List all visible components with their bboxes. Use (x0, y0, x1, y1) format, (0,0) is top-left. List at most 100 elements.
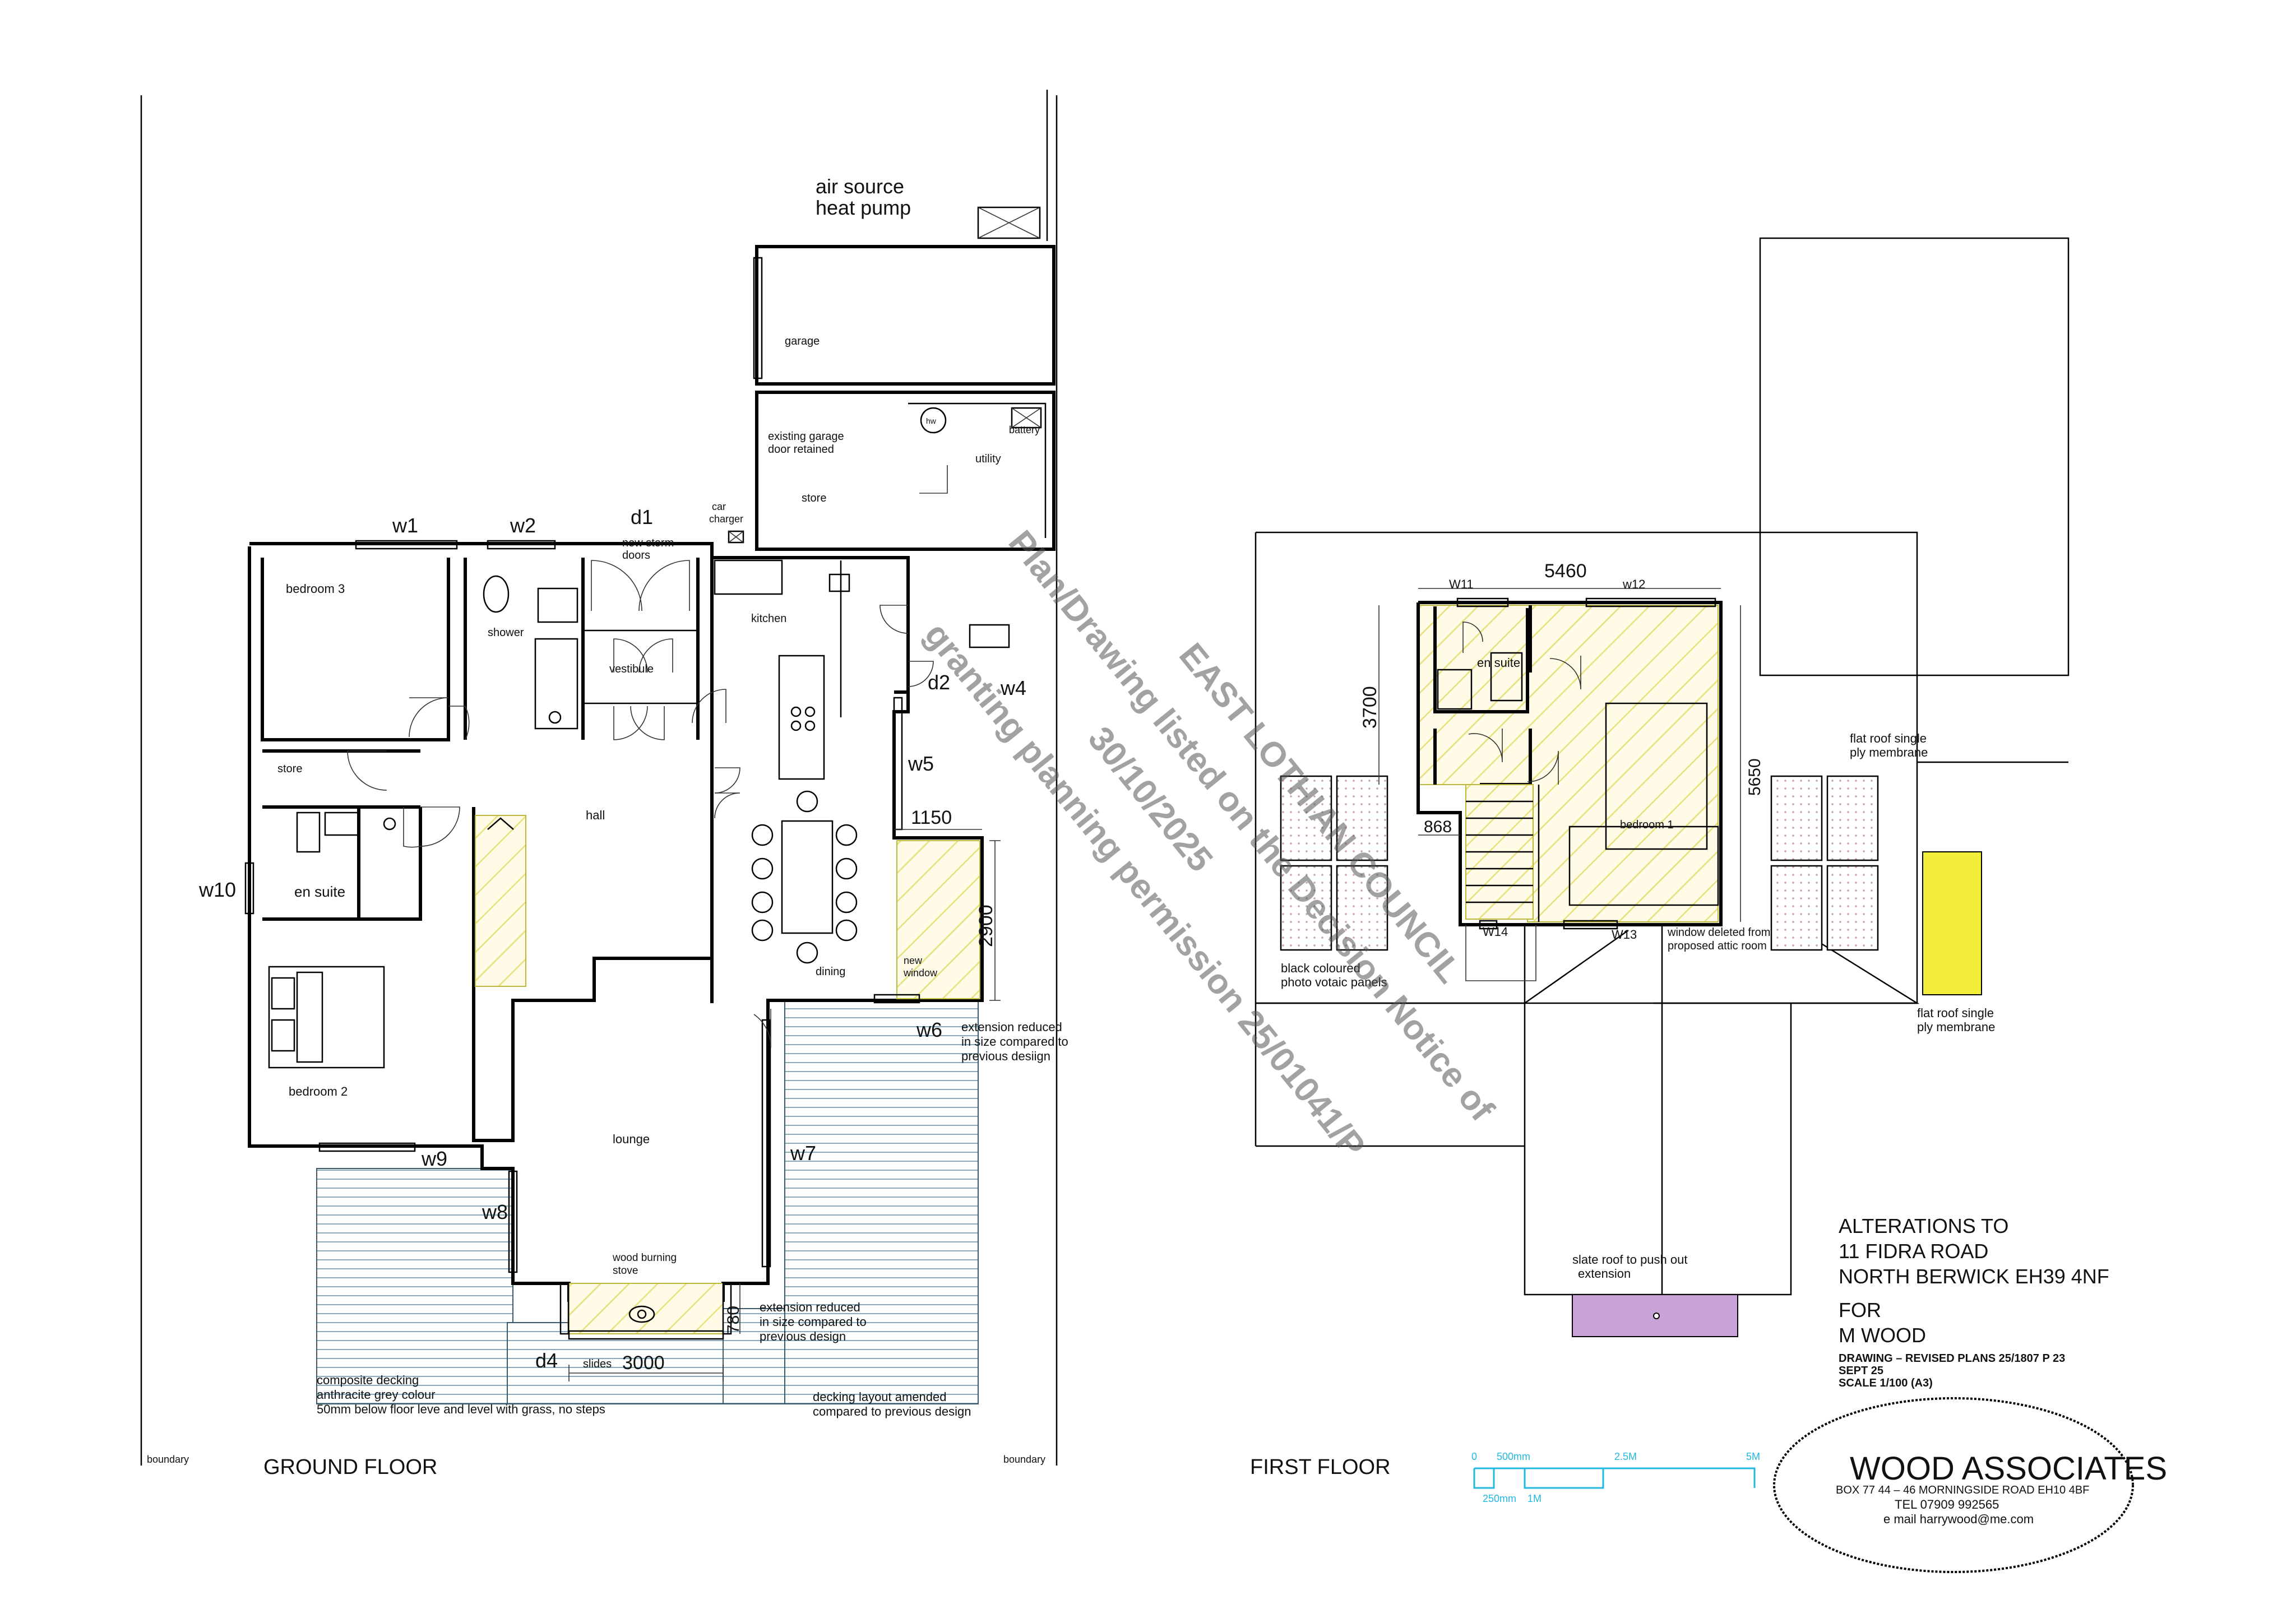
window-label-w5: w5 (908, 752, 934, 775)
title-line-3: NORTH BERWICK EH39 4NF (1839, 1265, 2109, 1288)
room-label-hall: hall (586, 808, 605, 822)
note-ext-front-line3: previous design (760, 1329, 846, 1343)
dimension-5650: 5650 (1746, 758, 1764, 796)
note-ext-side-line3: previous desiign (961, 1049, 1050, 1063)
ground-floor-stairs (475, 815, 526, 987)
utility-fixtures (920, 407, 1042, 648)
room-label-dining: dining (816, 966, 845, 978)
scale-label-1m: 1M (1527, 1493, 1542, 1504)
extension-hatch-stove (568, 1283, 724, 1334)
note-ext-side-line1: extension reduced (961, 1020, 1062, 1034)
boundary-label-right: boundary (1003, 1454, 1045, 1465)
pv-panels (1280, 775, 1879, 951)
door-label-d1: d1 (631, 506, 653, 528)
window-label-w12: w12 (1622, 577, 1645, 591)
slate-roof-marker (1653, 1313, 1660, 1319)
note-ext-side-line2: in size compared to (961, 1035, 1068, 1049)
title-date: SEPT 25 (1839, 1365, 1883, 1377)
planning-approval-stamp: EAST LOTHIAN COUNCIL Plan/Drawing listed… (917, 523, 1502, 1165)
company-email: e mail harrywood@me.com (1883, 1512, 2034, 1526)
note-car-charger-line1: car (712, 501, 726, 512)
dimension-1150: 1150 (911, 807, 952, 828)
window-label-w6: w6 (916, 1018, 942, 1041)
stove-label-line2: stove (613, 1265, 638, 1277)
note-window-deleted-line2: proposed attic room (1668, 940, 1767, 952)
company-name: WOOD ASSOCIATES (1850, 1450, 2167, 1487)
note-air-source-line2: heat pump (816, 196, 911, 219)
internal-walls (261, 558, 842, 1142)
dimension-3000: 3000 (622, 1352, 665, 1374)
roof-outlines (1255, 237, 2070, 1296)
note-pv-line1: black coloured (1281, 961, 1360, 975)
window-label-w9: w9 (421, 1147, 447, 1170)
note-slate-roof-line1: slate roof to push out (1572, 1253, 1687, 1267)
room-label-utility: utility (975, 453, 1001, 465)
flat-roof-yellow-panel (1922, 851, 1982, 995)
main-walls (248, 245, 1056, 1302)
company-logo: WOOD ASSOCIATES BOX 77 44 – 46 MORNINGSI… (1773, 1397, 2167, 1573)
scale-bar: 0 500mm 2.5M 5M 250mm 1M (1471, 1451, 1760, 1504)
ground-floor-title: GROUND FLOOR (263, 1455, 437, 1479)
note-new-storm-line2: doors (622, 549, 650, 562)
note-slate-roof-line2: extension (1578, 1267, 1631, 1281)
window-label-w7: w7 (790, 1142, 816, 1165)
door-label-d2: d2 (928, 671, 950, 694)
door-swings (347, 465, 948, 1049)
note-decking-line3: 50mm below floor leve and level with gra… (317, 1402, 605, 1416)
room-label-store-garage: store (802, 492, 826, 504)
room-label-bedroom-1: bedroom 1 (1620, 819, 1674, 831)
note-garage-door-line2: door retained (768, 443, 834, 456)
note-ext-front-line1: extension reduced (760, 1300, 860, 1314)
scale-label-250mm: 250mm (1483, 1493, 1516, 1504)
dining-table (751, 790, 858, 964)
car-charger-symbol (728, 530, 744, 544)
scale-label-5m: 5M (1746, 1451, 1760, 1462)
note-window-deleted-line1: window deleted from (1667, 926, 1770, 939)
scale-label-2-5m: 2.5M (1614, 1451, 1637, 1462)
room-label-shower: shower (488, 627, 524, 639)
note-air-source-line1: air source (816, 175, 904, 198)
dimension-3700: 3700 (1359, 686, 1381, 729)
first-floor-stairs (1465, 784, 1536, 981)
note-flat-roof-far-line2: ply membrane (1917, 1020, 1995, 1034)
note-battery: battery (1009, 424, 1040, 435)
ground-floor-windows (244, 257, 920, 1340)
ground-floor-labels: bedroom 3 shower vestibule kitchen store… (147, 175, 1068, 1479)
stove-label-line1: wood burning (612, 1252, 677, 1264)
title-scale: SCALE 1/100 (A3) (1839, 1377, 1933, 1389)
dimension-780: 780 (724, 1306, 743, 1334)
room-label-kitchen: kitchen (751, 613, 786, 625)
note-decking-layout-line2: compared to previous design (813, 1404, 971, 1418)
room-label-ff-en-suite: en suite (1477, 656, 1520, 670)
ground-dimension-lines (568, 829, 1001, 1381)
note-new-window-line2: window (903, 967, 938, 979)
heat-pump-unit (977, 206, 1041, 239)
room-label-bedroom-3: bedroom 3 (286, 582, 345, 596)
room-label-store: store (277, 763, 302, 775)
note-garage-door-line1: existing garage (768, 430, 844, 443)
scale-label-500mm: 500mm (1497, 1451, 1530, 1462)
room-label-en-suite: en suite (294, 883, 345, 900)
window-label-w1: w1 (392, 514, 418, 537)
kitchen-fixtures (714, 559, 850, 780)
extension-hatch-dining (896, 840, 980, 999)
room-label-lounge: lounge (613, 1132, 650, 1146)
door-label-d4: d4 (535, 1349, 558, 1372)
note-ext-front-line2: in size compared to (760, 1315, 867, 1329)
first-floor-windows (1456, 597, 1716, 930)
title-line-2: 11 FIDRA ROAD (1839, 1240, 1988, 1263)
title-line-5: M WOOD (1839, 1324, 1926, 1347)
window-label-w13: W13 (1612, 928, 1637, 942)
composite-decking (316, 1000, 979, 1404)
boundary-label-left: boundary (147, 1454, 189, 1465)
first-floor-labels: en suite bedroom 1 W11 w12 W13 W14 5460 … (1250, 560, 1995, 1479)
note-decking-line1: composite decking (317, 1373, 419, 1387)
title-drawing-number: DRAWING – REVISED PLANS 25/1807 P 23 (1839, 1352, 2065, 1365)
window-label-w10: w10 (198, 878, 236, 901)
window-label-w2: w2 (510, 514, 536, 537)
note-car-charger-line2: charger (709, 513, 743, 525)
note-slides: slides (583, 1358, 612, 1370)
title-block: ALTERATIONS TO 11 FIDRA ROAD NORTH BERWI… (1839, 1214, 2109, 1389)
dimension-5460: 5460 (1544, 560, 1587, 582)
